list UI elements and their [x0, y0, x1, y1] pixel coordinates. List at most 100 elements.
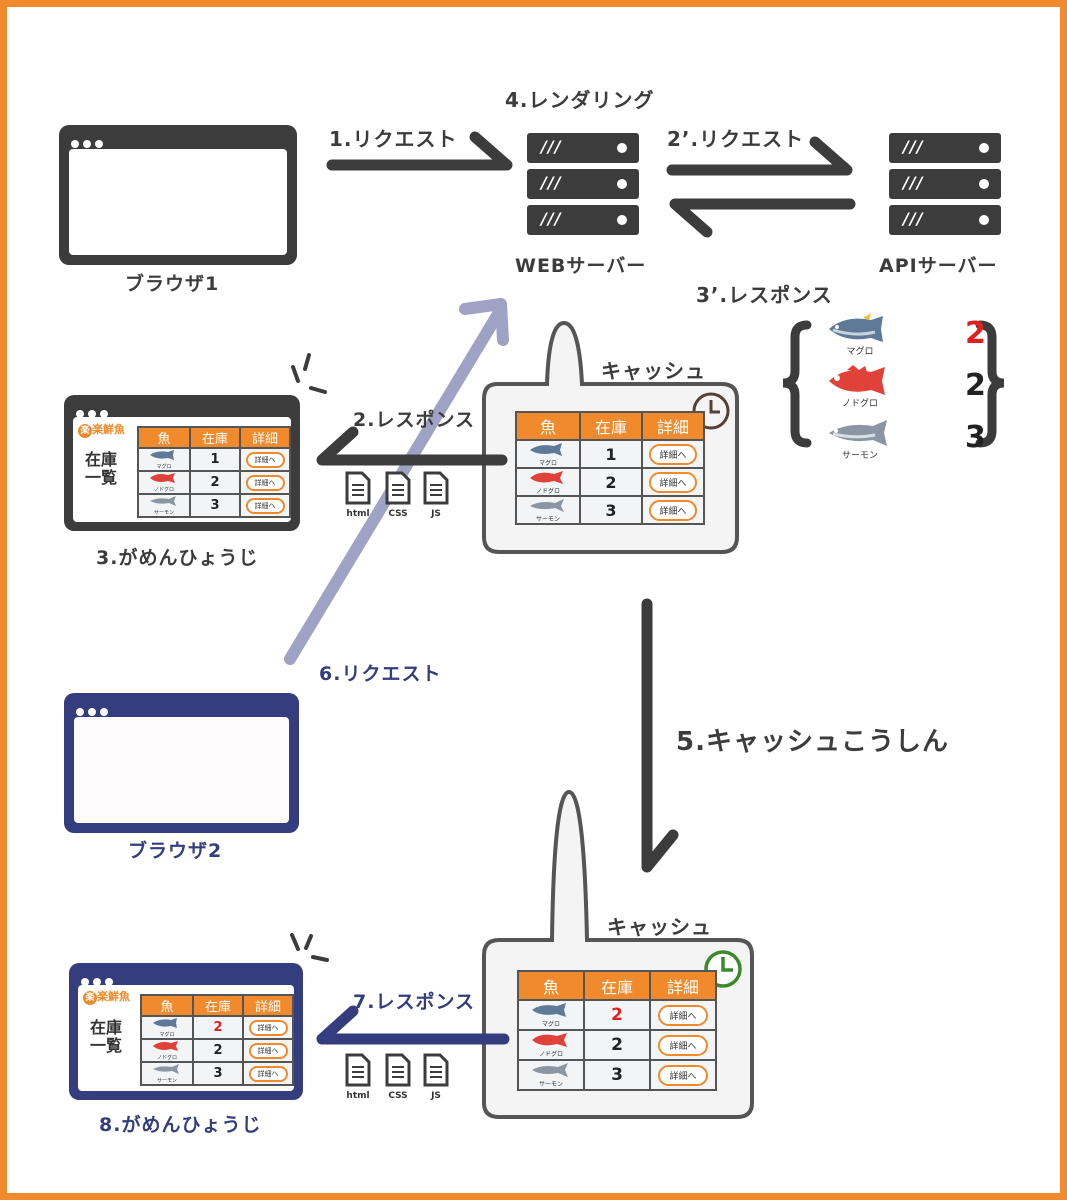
label-request-6: 6.リクエスト	[319, 663, 442, 685]
api-row-salmon: サーモン 3	[825, 416, 986, 464]
detail-button[interactable]: 詳細へ	[245, 475, 285, 491]
label-response-2: 2.レスポンス	[353, 409, 476, 431]
tuna-fish-icon	[150, 450, 174, 460]
page-title-line-2: 一覧	[85, 468, 118, 488]
table-row: マグロ 2 詳細へ	[517, 999, 717, 1031]
red-fish-icon	[532, 1033, 567, 1047]
label-api-server: APIサーバー	[879, 255, 998, 277]
stock-count: 3	[579, 495, 643, 525]
col-header-stock: 在庫	[192, 994, 244, 1017]
file-document-icon: CSS	[384, 1053, 412, 1101]
table-row: サーモン 3 詳細へ	[515, 495, 705, 525]
fish-name: サーモン	[538, 1081, 563, 1088]
detail-button[interactable]: 詳細へ	[649, 444, 697, 465]
tuna-fish-icon	[530, 442, 562, 456]
api-brace-left-shape	[782, 320, 812, 448]
red-fish-icon	[153, 1041, 178, 1051]
detail-button[interactable]: 詳細へ	[248, 1020, 288, 1036]
file-type-label: html	[346, 509, 370, 519]
stock-count: 2	[579, 467, 643, 497]
api-row-nodoguro: ノドグロ 2	[825, 364, 986, 412]
label-request-2p: 2’.リクエスト	[667, 127, 805, 151]
detail-button[interactable]: 詳細へ	[245, 452, 285, 468]
file-document-icon: JS	[422, 1053, 450, 1101]
site-name: 楽鮮魚	[92, 423, 125, 436]
stock-count: 2	[192, 1038, 244, 1063]
label-cache-bottom: キャッシュ	[607, 915, 712, 939]
table-row: ノドグロ 2 詳細へ	[137, 470, 291, 495]
stock-count: 2	[192, 1015, 244, 1040]
red-fish-icon	[530, 470, 563, 484]
salmon-fish-icon	[153, 1064, 179, 1074]
browser-1-window	[59, 125, 297, 265]
api-brace-right-shape	[975, 320, 1005, 448]
request-2p-arrow	[666, 136, 853, 176]
detail-button[interactable]: 詳細へ	[649, 472, 697, 493]
table-row: マグロ 2 詳細へ	[140, 1015, 294, 1040]
window-controls	[81, 971, 117, 990]
page-title-line-1: 在庫	[85, 450, 118, 469]
label-response-7: 7.レスポンス	[353, 991, 476, 1013]
file-type-label: JS	[431, 509, 441, 519]
detail-button[interactable]: 詳細へ	[658, 1005, 708, 1026]
fish-name: マグロ	[541, 1021, 560, 1028]
browser-1-rendered-viewport: 楽楽鮮魚 在庫 一覧 魚 在庫 詳細 マグロ 1 詳細へ ノドグロ	[73, 417, 291, 522]
label-request-1: 1.リクエスト	[329, 127, 458, 151]
table-row: ノドグロ 2 詳細へ	[515, 467, 705, 497]
stock-count: 2	[189, 470, 241, 495]
salmon-fish-icon	[829, 420, 887, 446]
table-row: マグロ 1 詳細へ	[137, 447, 291, 472]
fish-name: サーモン	[535, 515, 560, 523]
api-server-icon: /// /// ///	[889, 133, 1001, 241]
stock-count: 1	[189, 447, 241, 472]
fish-name: マグロ	[538, 459, 557, 467]
fish-name: ノドグロ	[535, 487, 560, 495]
file-type-label: CSS	[388, 1091, 408, 1101]
cache-update-5-arrow	[641, 598, 679, 873]
tuna-fish-icon	[153, 1018, 177, 1028]
detail-button[interactable]: 詳細へ	[658, 1035, 708, 1056]
browser-1-rendered-window: 楽楽鮮魚 在庫 一覧 魚 在庫 詳細 マグロ 1 詳細へ ノドグロ	[64, 395, 300, 531]
stock-count: 3	[192, 1061, 244, 1086]
browser-2-rendered-window: 楽楽鮮魚 在庫 一覧 魚 在庫 詳細 マグロ 2 詳細へ ノドグロ	[69, 963, 303, 1100]
table-row: マグロ 1 詳細へ	[515, 439, 705, 469]
detail-button[interactable]: 詳細へ	[248, 1066, 288, 1082]
api-fish-name: サーモン	[841, 451, 878, 461]
sparkle-icon	[290, 933, 329, 962]
site-brand: 楽楽鮮魚	[78, 421, 125, 438]
label-response-3p: 3’.レスポンス	[696, 283, 833, 307]
fish-name: サーモン	[153, 510, 174, 516]
response-2-arrow	[316, 426, 508, 466]
page-title-line-1: 在庫	[90, 1018, 123, 1037]
page-title: 在庫 一覧	[85, 450, 118, 488]
label-cache-top: キャッシュ	[601, 359, 706, 383]
site-brand: 楽楽鮮魚	[83, 988, 130, 1005]
detail-button[interactable]: 詳細へ	[248, 1043, 288, 1059]
label-display-3: 3.がめんひょうじ	[96, 547, 259, 569]
browser-1-viewport	[69, 149, 287, 255]
col-header-fish: 魚	[515, 411, 581, 441]
salmon-fish-icon	[150, 496, 176, 506]
file-bundle-top: html CSS JS	[344, 471, 454, 521]
detail-button[interactable]: 詳細へ	[649, 500, 697, 521]
detail-button[interactable]: 詳細へ	[245, 498, 285, 514]
api-stock-value: 2	[965, 316, 986, 351]
browser-2-viewport	[74, 717, 289, 823]
table-row: サーモン 3 詳細へ	[517, 1059, 717, 1091]
file-document-icon: CSS	[384, 471, 412, 519]
stock-count: 1	[579, 439, 643, 469]
salmon-fish-icon	[530, 498, 564, 512]
response-3p-arrow	[669, 198, 856, 238]
fish-name: ノドグロ	[156, 1055, 177, 1061]
stock-count: 2	[583, 1029, 651, 1061]
col-header-stock: 在庫	[579, 411, 643, 441]
web-server-icon: /// /// ///	[527, 133, 639, 241]
brand-logo-icon: 楽	[78, 424, 92, 438]
api-stock-value: 2	[965, 368, 986, 403]
fish-name: マグロ	[159, 1032, 175, 1038]
detail-button[interactable]: 詳細へ	[658, 1065, 708, 1086]
salmon-fish-icon	[532, 1063, 568, 1077]
tuna-fish-icon	[829, 313, 883, 342]
col-header-fish: 魚	[517, 970, 585, 1001]
file-type-label: CSS	[388, 509, 408, 519]
